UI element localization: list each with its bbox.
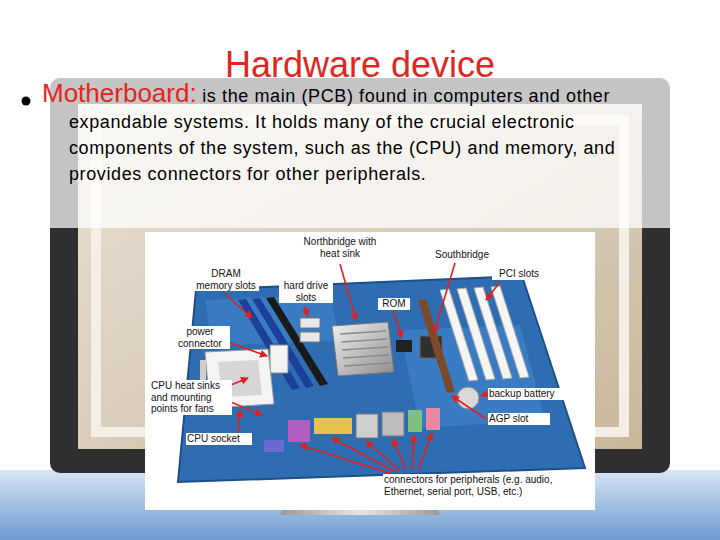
part-label: Northbridge with heat sink — [302, 236, 378, 259]
leader-arrows — [225, 263, 500, 474]
bullet — [22, 97, 31, 106]
part-label: CPU heat sinks and mounting points for f… — [150, 380, 232, 415]
hard-drive-connectors — [300, 318, 320, 342]
board — [178, 276, 585, 482]
northbridge-heat-sink — [332, 322, 394, 376]
agp-slot — [418, 299, 455, 393]
part-label: Southbridge — [428, 249, 496, 261]
part-label: hard drive slots — [279, 280, 333, 303]
power-connector — [270, 345, 288, 373]
part-label: AGP slot — [488, 413, 550, 425]
part-label: backup battery — [488, 388, 590, 400]
backup-battery — [457, 387, 479, 409]
photo-ground — [145, 232, 595, 510]
part-label: power connector — [170, 326, 230, 349]
part-label: CPU socket — [186, 433, 252, 445]
pci-slots — [440, 286, 529, 381]
term: Motherboard: — [42, 78, 197, 108]
part-label: DRAM memory slots — [193, 268, 259, 291]
text-fade — [0, 0, 720, 228]
rom-chip — [396, 340, 412, 352]
bullet-paragraph: Motherboard: is the main (PCB) found in … — [69, 80, 665, 187]
part-label: connectors for peripherals (e.g. audio, … — [383, 474, 590, 497]
part-label: ROM — [378, 298, 410, 310]
part-label: PCI slots — [492, 268, 546, 280]
